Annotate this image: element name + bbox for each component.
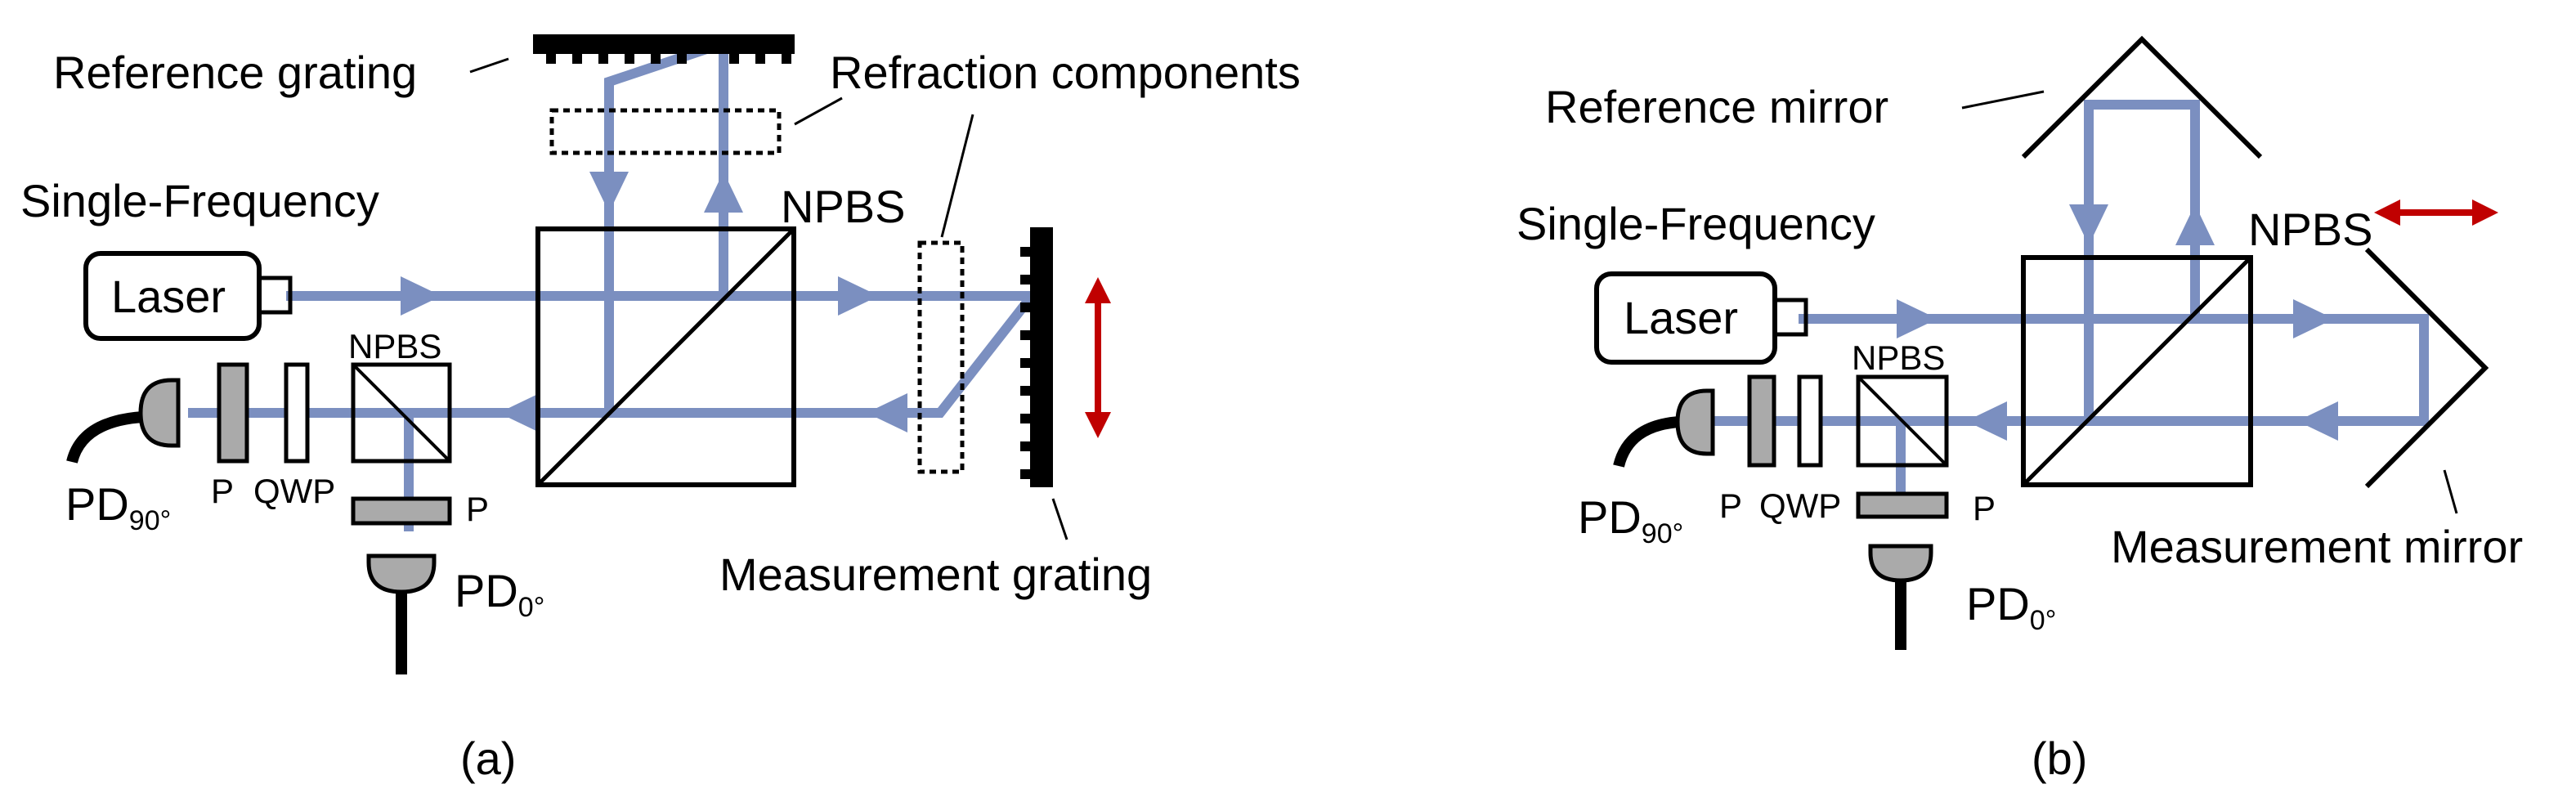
refraction-component-side-a: [917, 240, 965, 474]
pd0-main-text-a: PD: [455, 565, 518, 616]
laser-label-a: Laser: [111, 271, 226, 322]
panel-b: Reference mirror Measurement mirror NPBS…: [1516, 35, 2523, 784]
small-npbs-label-a: NPBS: [348, 327, 441, 365]
reference-mirror-b: [2021, 35, 2263, 159]
pd90-main-text-a: PD: [65, 478, 129, 530]
beam-paths-a: [188, 43, 1036, 531]
photodetector-90-b: [1613, 388, 1715, 468]
measurement-grating-leader-a: [1051, 498, 1068, 540]
pd0-label-b: PD0°: [1966, 578, 2056, 636]
laser-b: [1594, 271, 1808, 365]
pd0-label-a: PD0°: [455, 565, 544, 623]
pd0-main-text-b: PD: [1966, 578, 2030, 630]
measurement-grating-label-a: Measurement grating: [719, 549, 1152, 600]
polarizer-bottom-label-b: P: [1973, 489, 1996, 527]
main-npbs-label-a: NPBS: [781, 181, 906, 232]
small-npbs-cube-a: [351, 362, 452, 464]
qwp-b: [1797, 374, 1823, 468]
laser-label-b: Laser: [1624, 292, 1738, 343]
pd90-sub-text-a: 90°: [129, 505, 171, 536]
beam-paths-b: [1709, 100, 2429, 499]
photodetector-90-a: [66, 378, 181, 464]
pd0-sub-text-b: 0°: [2030, 605, 2057, 636]
pd90-label-a: PD90°: [65, 478, 171, 536]
reference-grating-label-a: Reference grating: [53, 47, 417, 98]
photodetector-0-a: [366, 553, 437, 674]
polarizer-bottom-a: [351, 496, 452, 526]
polarizer-left-a: [217, 362, 249, 464]
measurement-grating-a: [1020, 227, 1053, 487]
main-npbs-label-b: NPBS: [2248, 204, 2373, 255]
polarizer-left-label-a: P: [211, 472, 234, 510]
caption-a: (a): [460, 733, 516, 784]
polarizer-left-label-b: P: [1719, 486, 1742, 525]
refraction-component-top-a: [549, 108, 782, 155]
qwp-label-b: QWP: [1759, 486, 1841, 525]
pd90-sub-text-b: 90°: [1642, 518, 1683, 549]
laser-a: [83, 251, 293, 341]
pd90-label-b: PD90°: [1578, 491, 1683, 549]
reference-grating-leader-a: [469, 57, 509, 74]
refraction-leader-1-a: [794, 96, 843, 126]
reference-grating-a: [533, 34, 795, 64]
qwp-a: [284, 362, 310, 464]
refraction-leader-2-a: [940, 114, 974, 238]
qwp-label-a: QWP: [253, 472, 335, 510]
pd0-sub-text-a: 0°: [518, 592, 545, 623]
main-npbs-cube-b: [2021, 255, 2253, 487]
polarizer-left-b: [1747, 374, 1776, 468]
pd90-main-text-b: PD: [1578, 491, 1642, 543]
polarizer-bottom-label-a: P: [466, 490, 489, 528]
source-label-b: Single-Frequency: [1516, 198, 1875, 249]
small-npbs-label-b: NPBS: [1852, 338, 1945, 377]
main-npbs-cube-a: [535, 226, 796, 487]
source-label-a: Single-Frequency: [20, 175, 379, 226]
measurement-mirror-b: [2364, 247, 2489, 489]
refraction-components-label-a: Refraction components: [830, 47, 1301, 98]
photodetector-0-b: [1868, 544, 1933, 650]
small-npbs-cube-b: [1856, 374, 1949, 468]
measurement-mirror-leader-b: [2443, 469, 2458, 514]
reference-mirror-leader-b: [1961, 90, 2045, 110]
polarizer-bottom-b: [1856, 491, 1949, 519]
measurement-mirror-label-b: Measurement mirror: [2111, 521, 2523, 572]
panel-a: Reference grating Refraction components …: [20, 34, 1301, 784]
caption-b: (b): [2032, 733, 2087, 784]
reference-mirror-label-b: Reference mirror: [1545, 81, 1888, 132]
